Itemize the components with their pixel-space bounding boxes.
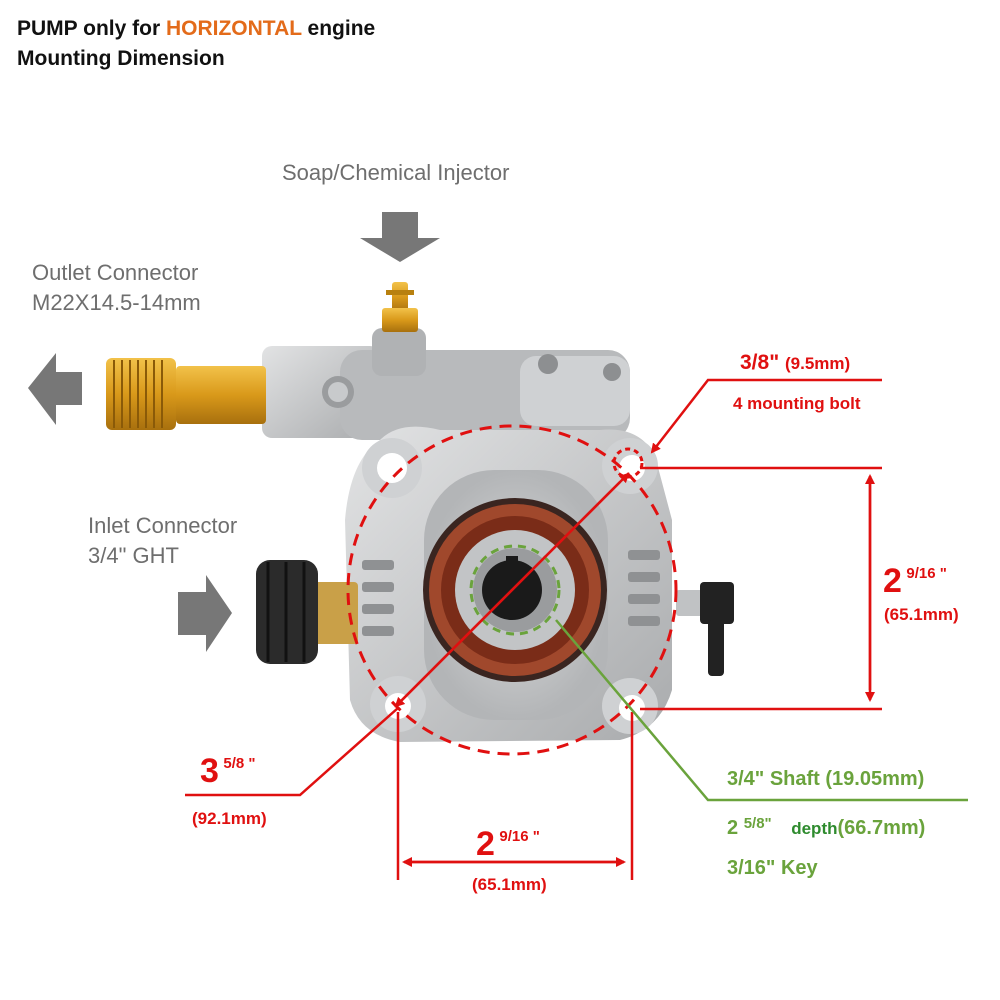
outlet-connector [106, 358, 266, 430]
shaft-size-label: 3/4" Shaft (19.05mm) [727, 768, 925, 790]
unloader-plug [676, 582, 734, 676]
pump-body [345, 426, 672, 742]
diagonal-dimension-mm: (92.1mm) [192, 809, 267, 828]
outlet-connector-label: Outlet Connector [32, 260, 199, 285]
shaft-depth-word: depth [791, 819, 838, 838]
outlet-thread-label: M22X14.5-14mm [32, 290, 201, 315]
soap-injector [382, 282, 418, 332]
shaft-depth-mm: (66.7mm) [837, 817, 926, 839]
diagonal-dimension-label: 3 5/8 " [200, 754, 256, 788]
inlet-connector-label: Inlet Connector [88, 513, 238, 538]
shaft-leader-line [555, 619, 968, 802]
title-highlight: HORIZONTAL [165, 17, 302, 40]
bolt-size-mm: (9.5mm) [785, 354, 851, 373]
pump-manifold [262, 328, 630, 440]
inlet-arrow-icon [178, 575, 232, 652]
inlet-connector [256, 560, 358, 664]
vertical-dimension-label: 2 9/16 " [883, 564, 947, 598]
bolt-size-value: 3/8" [740, 351, 780, 374]
shaft-circle-outline [469, 544, 561, 636]
page-title: PUMP only for HORIZONTAL engine [17, 18, 375, 39]
horizontal-dimension-fraction: 9/16 " [499, 828, 540, 845]
horizontal-dimension-label: 2 9/16 " [476, 827, 540, 861]
shaft-depth-label: 2 5/8" depth(66.7mm) [727, 816, 925, 838]
diagonal-dimension-fraction: 5/8 " [223, 755, 256, 772]
dimension-lines [185, 378, 882, 880]
soap-arrow-icon [360, 212, 440, 262]
bolt-size-label: 3/8" (9.5mm) [740, 352, 850, 373]
page-subtitle: Mounting Dimension [17, 47, 225, 70]
title-prefix: PUMP only for [17, 17, 166, 40]
shaft-depth-fraction: 5/8" [743, 815, 772, 832]
vertical-dimension-mm: (65.1mm) [884, 605, 959, 624]
horizontal-dimension-mm: (65.1mm) [472, 875, 547, 894]
horizontal-dimension-whole: 2 [476, 825, 495, 863]
vertical-dimension-whole: 2 [883, 562, 902, 600]
diagonal-dimension-whole: 3 [200, 752, 219, 790]
shaft-key-label: 3/16" Key [727, 857, 818, 879]
outlet-arrow-icon [28, 353, 82, 425]
title-suffix: engine [301, 17, 376, 40]
soap-injector-label: Soap/Chemical Injector [282, 160, 510, 185]
inlet-thread-label: 3/4" GHT [88, 543, 179, 568]
bolt-circle-outline [346, 424, 678, 756]
shaft-depth-whole: 2 [727, 817, 739, 839]
vertical-dimension-fraction: 9/16 " [906, 565, 947, 582]
bolt-count-label: 4 mounting bolt [733, 394, 861, 413]
